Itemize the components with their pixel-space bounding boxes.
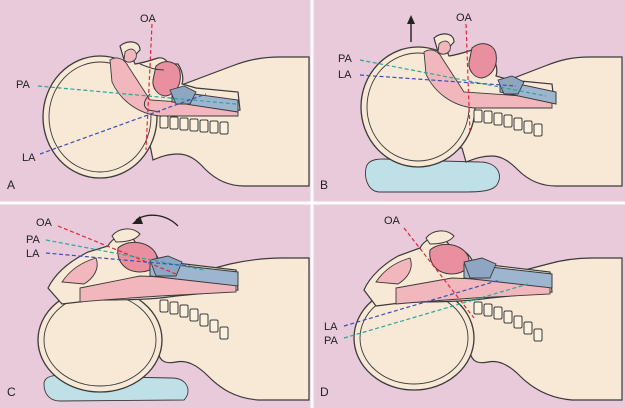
pharynx [79,275,237,303]
oa-label: OA [456,12,473,24]
panel-letter: C [7,385,16,399]
la-label: LA [22,152,36,164]
nasal-cavity [61,257,98,285]
epiglottis [111,228,141,243]
pa-label: PA [324,335,339,347]
la-axis-line [359,74,517,87]
pa-label: PA [26,234,41,246]
larynx [497,75,525,95]
nasal-cavity [123,48,137,63]
tilt-arrow-head [132,216,143,224]
pharynx [395,277,551,305]
vertebrae [473,301,543,342]
la-axis-line [45,252,191,267]
oa-axis-line [145,23,153,151]
epiglottis [425,230,455,245]
vertebrae [473,109,543,137]
la-label: LA [26,248,40,260]
pa-label: PA [16,79,31,91]
pillow [365,158,500,193]
la-label: LA [338,69,352,81]
pa-axis-line [359,59,547,97]
pa-axis-line [37,85,237,105]
la-label: LA [324,321,338,333]
la-axis-line [343,279,501,327]
panel-a: OA PA LA A [7,13,310,192]
pa-axis-line [343,283,529,339]
skull [37,287,163,393]
cranium-inner-line [48,61,152,173]
panel-c: OA PA LA C [7,214,310,402]
head-raise-arrow-head [407,15,415,24]
panel-d: OA LA PA D [320,215,623,401]
pharynx [423,49,553,109]
oa-axis-line [465,23,471,133]
nasal-cavity [375,257,412,285]
oa-label: OA [140,13,157,25]
vertebrae [159,115,229,135]
oa-label: OA [36,217,53,229]
oa-label: OA [384,215,401,227]
panel-b: OA PA LA B [320,12,623,193]
la-axis-line [39,93,207,155]
oa-axis-line [57,225,177,275]
pharynx [109,57,239,117]
panel-letter: D [320,385,329,399]
pa-label: PA [338,53,353,65]
nasal-cavity [437,40,451,55]
panel-letter: A [7,178,15,192]
pa-axis-line [45,239,205,271]
larynx [463,257,497,279]
panel-letter: B [320,178,328,192]
vertebrae [159,299,229,340]
tongue [468,43,497,79]
